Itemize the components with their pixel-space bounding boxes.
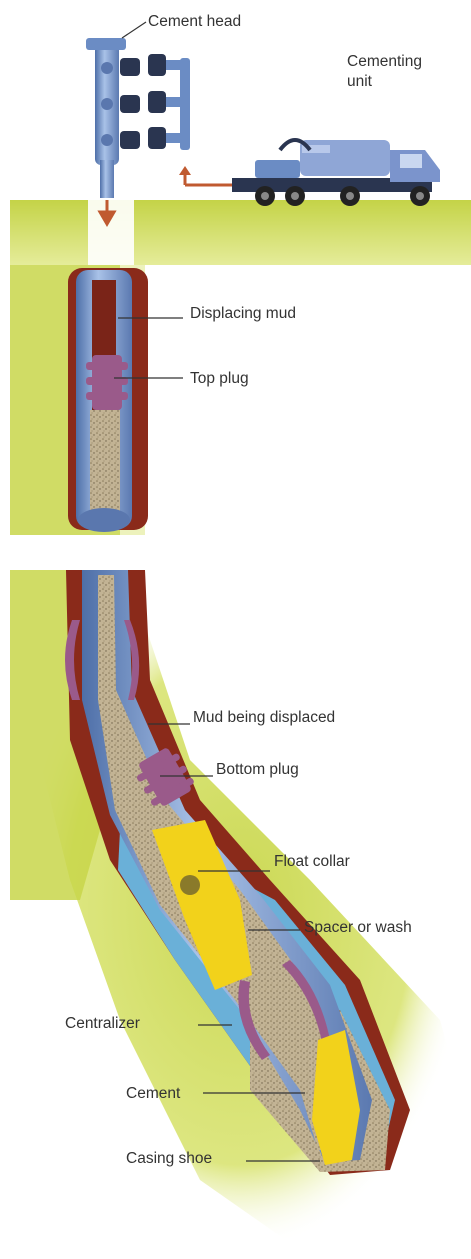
label-top-plug: Top plug (190, 370, 249, 387)
label-centralizer: Centralizer (65, 1015, 140, 1032)
label-cement: Cement (126, 1085, 181, 1102)
label-cementing-unit-1: Cementing (347, 53, 422, 70)
upper-well-section (10, 265, 148, 535)
top-plug (86, 355, 128, 410)
cementing-truck-icon (232, 140, 440, 206)
label-cementing-unit-2: unit (347, 73, 373, 90)
borehole-opening (88, 200, 134, 265)
label-spacer-or-wash: Spacer or wash (304, 919, 412, 936)
ground-surface (10, 200, 471, 265)
cement-slurry-upper (90, 410, 120, 520)
lower-well-section (10, 570, 470, 1250)
label-cement-head: Cement head (148, 13, 241, 30)
label-float-collar: Float collar (274, 853, 350, 870)
label-casing-shoe: Casing shoe (126, 1150, 212, 1167)
label-bottom-plug: Bottom plug (216, 761, 299, 778)
label-mud-being-displaced: Mud being displaced (193, 709, 335, 726)
label-displacing-mud: Displacing mud (190, 305, 296, 322)
cement-head-icon (86, 38, 190, 198)
